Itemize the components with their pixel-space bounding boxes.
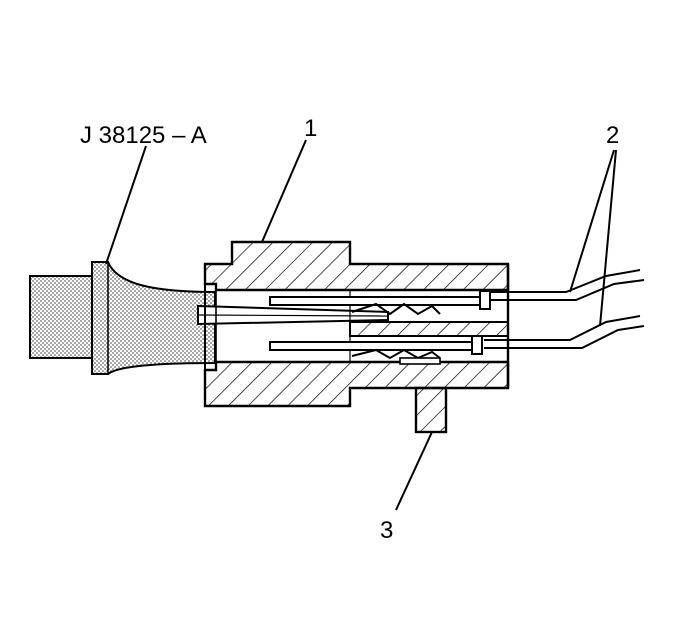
wire-leader-lower [599, 149, 617, 327]
tool-leader [105, 145, 147, 265]
tool-probe [197, 304, 389, 326]
upper-terminal [269, 290, 491, 316]
wires-label: 2 [606, 122, 619, 149]
connector-body [203, 240, 510, 408]
tool-label: J 38125 – A [80, 122, 207, 149]
body-leader [261, 139, 307, 243]
wires [484, 269, 645, 349]
lock-tab [414, 386, 448, 434]
tool-handle [29, 261, 216, 375]
connector-body-label: 1 [304, 115, 317, 142]
wire-leader-upper [569, 149, 615, 293]
tab-leader [395, 431, 433, 511]
leader-lines [105, 139, 617, 511]
lock-tab-label: 3 [380, 517, 393, 544]
lower-terminal [269, 335, 483, 365]
